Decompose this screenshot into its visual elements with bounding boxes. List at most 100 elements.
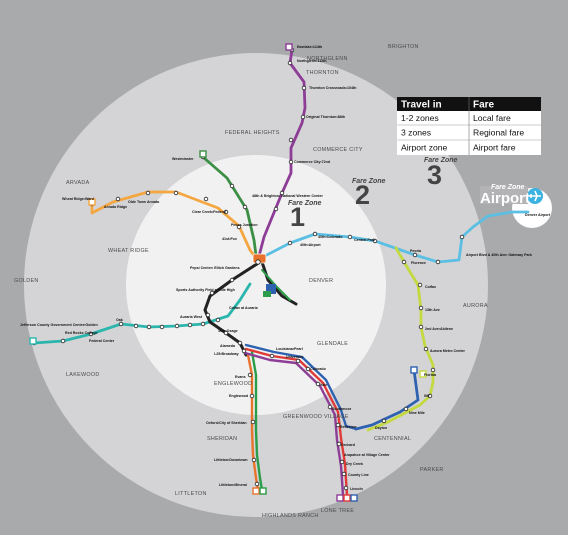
station-label: Colorado — [310, 367, 327, 371]
station-label: Florida — [424, 373, 437, 377]
station-label: Louisiana•Pearl — [276, 347, 303, 351]
legend-cell: Local fare — [473, 113, 511, 123]
hl-terminal — [350, 494, 358, 502]
station-label: Northglenn•112th — [297, 59, 327, 63]
station-label: Westminster — [172, 157, 194, 161]
station-label: Pepsi Center• Elitch Gardens — [190, 266, 240, 270]
area-label: AURORA — [463, 303, 488, 309]
station-label: 40th•Colorado — [318, 235, 343, 239]
g-line-terminal — [88, 198, 96, 206]
station-label: Denver Airport — [525, 213, 551, 217]
station-label: 41st•Fox — [222, 237, 237, 241]
area-label: GOLDEN — [14, 278, 39, 284]
airport-zone-caption: Fare Zone — [491, 184, 525, 191]
d-line-terminal — [259, 487, 267, 495]
station-label: Peoria — [410, 249, 422, 253]
station-label: University — [286, 355, 303, 359]
station-label: Alameda — [220, 344, 236, 348]
station-label: Auraria West — [180, 315, 203, 319]
legend-cell: Regional fare — [473, 128, 524, 138]
station-label: Littleton•Downtown — [214, 458, 248, 462]
station-label: Colfax — [425, 285, 436, 289]
area-label: LAKEWOOD — [66, 372, 100, 378]
legend-header-fare: Fare — [473, 100, 495, 111]
station-label: Southmoor — [332, 407, 352, 411]
station-label: Central Park — [354, 238, 375, 242]
station-label: Littleton•Mineral — [219, 483, 247, 487]
station-label: Thornton Crossroads•104th — [309, 86, 356, 90]
area-label: BRIGHTON — [388, 44, 419, 50]
station-label: Red Rocks College — [65, 331, 98, 335]
fare-legend: Travel in Fare 1-2 zones Local fare 3 zo… — [397, 97, 541, 155]
legend-cell: 1-2 zones — [401, 113, 439, 123]
legend-cell: 3 zones — [401, 128, 431, 138]
b-line-terminal — [199, 150, 207, 158]
h-line-terminal — [410, 366, 418, 374]
airplane-icon — [527, 188, 543, 204]
station-label: Eastlake•124th — [297, 45, 322, 49]
station-label: Sports Authority Field at Mile High — [176, 288, 235, 292]
area-label: LONE TREE — [321, 508, 354, 514]
d-line — [250, 350, 264, 492]
area-label: GLENDALE — [317, 341, 348, 347]
zone-2-caption: Fare Zone — [352, 178, 386, 185]
c-line-terminal — [252, 487, 260, 495]
station-label: Pecos Junction — [231, 223, 258, 227]
zone-labels: Fare Zone 1 Fare Zone 2 Fare Zone 3 Fare… — [288, 157, 530, 232]
zone-2-number: 2 — [355, 180, 370, 210]
station-label: 13th Ave — [425, 308, 440, 312]
f-line-terminal — [343, 494, 351, 502]
r-line-terminal — [419, 370, 427, 378]
area-label: GREENWOOD VILLAGE — [283, 414, 349, 420]
w-line-terminal — [29, 337, 37, 345]
station-label: Federal Center — [89, 339, 115, 343]
zone-3-caption: Fare Zone — [424, 157, 458, 164]
f-line — [244, 347, 349, 497]
station-label: Jefferson County Government Center•Golde… — [20, 323, 98, 327]
station-label: Clear Creek•Federal — [192, 210, 226, 214]
station-label: Airport Blvd & 40th Ave• Gateway Park — [466, 253, 532, 257]
station-label: Evans — [235, 375, 246, 379]
area-labels: BRIGHTON NORTHGLENN THORNTON FEDERAL HEI… — [14, 44, 488, 519]
station-label: 48th & Brighton• National Western Center — [252, 194, 323, 198]
station-label: Iliff — [424, 394, 430, 398]
area-label: COMMERCE CITY — [313, 147, 363, 153]
area-label: CENTENNIAL — [374, 436, 411, 442]
area-label: HIGHLANDS RANCH — [262, 513, 319, 519]
station-label: Original Thornton•88th — [306, 115, 345, 119]
legend-header-travel: Travel in — [401, 100, 442, 111]
station-label: Aurora Metro Center — [430, 349, 466, 353]
area-label: NORTHGLENN — [307, 56, 348, 62]
station-label: Arvada Ridge — [104, 205, 127, 209]
station-label: Dayton — [375, 426, 387, 430]
area-label: DENVER — [309, 278, 333, 284]
station-label: 10th•Osage — [218, 329, 238, 333]
area-label: FEDERAL HEIGHTS — [225, 130, 280, 136]
station-label: Belleview — [340, 425, 357, 429]
station-dots — [31, 47, 465, 491]
zone-1-number: 1 — [290, 202, 305, 232]
zone-3-number: 3 — [427, 160, 442, 190]
area-label: WHEAT RIDGE — [108, 248, 149, 254]
area-label: ARVADA — [66, 180, 90, 186]
area-label: LITTLETON — [175, 491, 207, 497]
station-label: 40th•Airport — [300, 243, 321, 247]
station-labels: Eastlake•124th Northglenn•112th Thornton… — [20, 45, 551, 491]
station-label: 2nd Ave•Abilene — [425, 327, 453, 331]
station-label: Lincoln — [350, 487, 363, 491]
area-label: ENGLEWOOD — [214, 381, 252, 387]
station-label: County Line — [348, 473, 369, 477]
station-label: Olde Town Arvada — [128, 200, 160, 204]
station-label: I-25•Broadway — [214, 352, 239, 356]
terminal-markers — [29, 43, 427, 502]
airport-zone-name: Airport — [480, 190, 530, 207]
e-line-terminal — [336, 494, 344, 502]
area-label: PARKER — [420, 467, 444, 473]
area-label: THORNTON — [306, 70, 339, 76]
station-label: Florence — [411, 261, 426, 265]
station-label: Orchard — [341, 443, 355, 447]
station-label: Yale — [320, 383, 327, 387]
h-line-core — [244, 343, 358, 431]
h-line — [354, 368, 420, 431]
